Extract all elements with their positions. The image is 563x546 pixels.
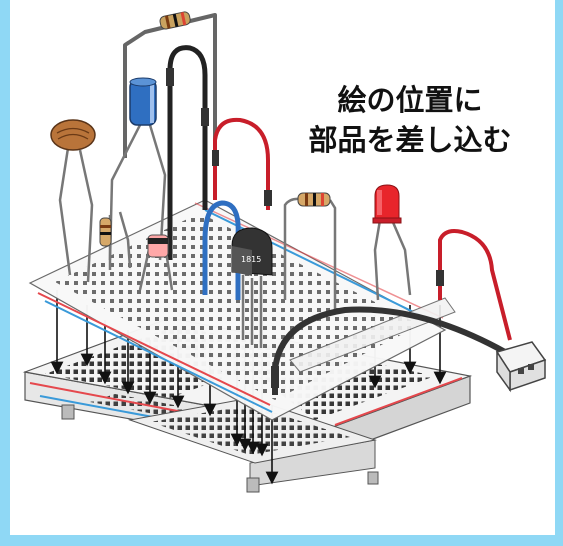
connector-red-wire [436, 229, 512, 341]
photoresistor-icon [50, 119, 96, 283]
diode-icon [138, 234, 174, 291]
blue-wire [202, 200, 241, 300]
resistor-middle [283, 192, 337, 310]
transistor-label: 1815 [241, 255, 261, 264]
transistor-icon: 1815 [231, 227, 273, 348]
connector-icon [495, 341, 547, 393]
caption-line-2: 部品を差し込む [308, 123, 512, 157]
black-wire [166, 45, 209, 260]
red-wire [212, 117, 272, 210]
caption-line-1: 絵の位置に [337, 83, 483, 117]
resistor-top [123, 11, 217, 170]
connector-black-wire [271, 306, 507, 395]
led-icon [372, 184, 412, 301]
instruction-caption: 絵の位置に 部品を差し込む [290, 80, 530, 160]
resistor-left [99, 211, 132, 270]
